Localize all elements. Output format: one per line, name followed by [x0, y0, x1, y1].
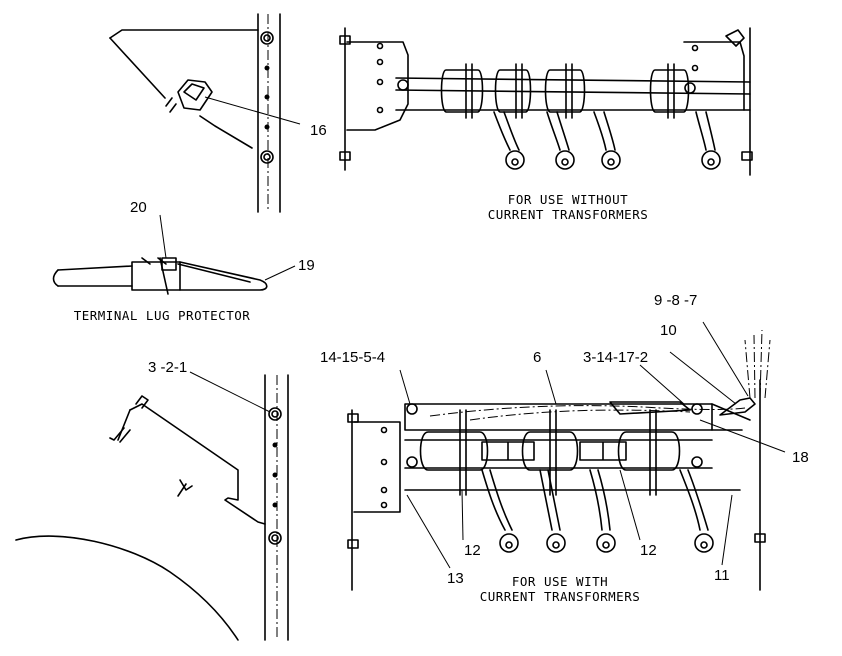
top-left-side-view: [109, 13, 301, 213]
part-16-clamp: [165, 79, 213, 113]
callout-13: 13: [447, 570, 464, 587]
callout-3-2-1: 3 -2-1: [148, 359, 187, 376]
callout-12-left: 12: [464, 542, 481, 559]
caption-without-line1: FOR USE WITHOUT: [508, 192, 628, 207]
callout-3-14-17-2: 3-14-17-2: [583, 349, 648, 366]
callout-11: 11: [714, 567, 730, 584]
callout-19: 19: [298, 257, 315, 274]
callout-9-8-7: 9 -8 -7: [654, 292, 697, 309]
callout-16: 16: [310, 122, 327, 139]
callout-10: 10: [660, 322, 677, 339]
caption-with-line2: CURRENT TRANSFORMERS: [480, 589, 641, 604]
callout-14-15-5-4: 14-15-5-4: [320, 349, 385, 366]
callout-12-right: 12: [640, 542, 657, 559]
bottom-right-assembly: [347, 321, 786, 591]
terminal-lug-protector-view: [52, 214, 296, 295]
callout-20: 20: [130, 199, 147, 216]
top-right-assembly: [339, 27, 753, 176]
caption-without-line2: CURRENT TRANSFORMERS: [488, 207, 649, 222]
caption-with-line1: FOR USE WITH: [512, 574, 608, 589]
caption-lug-protector: TERMINAL LUG PROTECTOR: [74, 308, 251, 323]
bottom-left-side-view: [15, 371, 289, 641]
callout-18: 18: [792, 449, 809, 466]
callout-6: 6: [533, 349, 541, 366]
